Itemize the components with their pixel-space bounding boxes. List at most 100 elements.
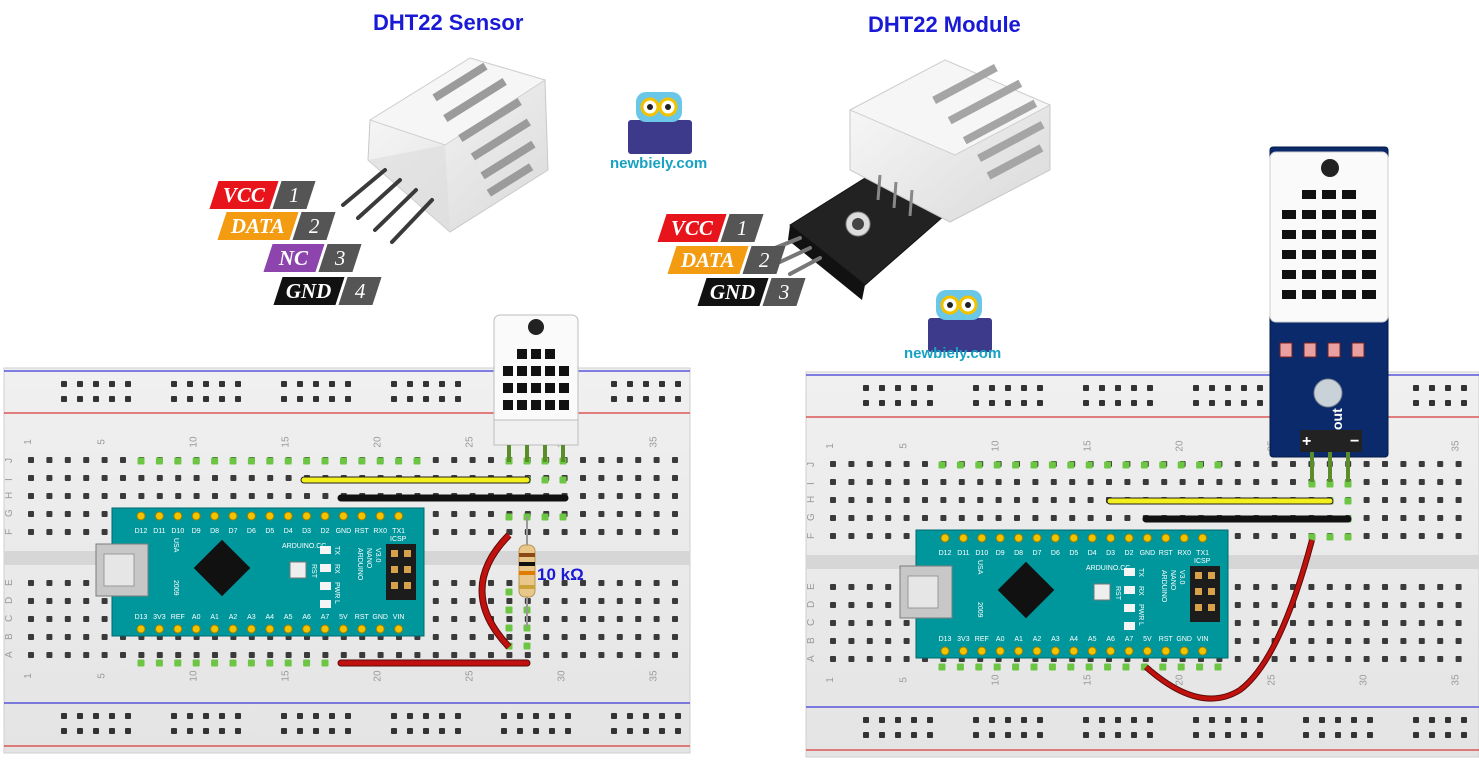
module-vent — [1302, 190, 1316, 199]
nano-pin-label: A6 — [302, 614, 311, 621]
connected-hole — [1067, 461, 1075, 469]
connected-hole — [1177, 461, 1185, 469]
connected-hole — [523, 642, 531, 650]
nano-led-label: L — [333, 600, 340, 604]
nano-pin-label: RST — [355, 528, 370, 535]
nano-pin-label: D6 — [1051, 550, 1060, 557]
connected-hole — [559, 513, 567, 521]
module-vent — [1282, 290, 1296, 299]
connected-hole — [229, 457, 237, 465]
nano-pin-label: RX0 — [373, 528, 387, 535]
nano-pin-label: A2 — [229, 614, 238, 621]
nano-pin — [375, 511, 385, 521]
nano-pin-label: GND — [372, 614, 388, 621]
nano-pin-label: D7 — [1033, 550, 1042, 557]
module-vent — [1342, 230, 1356, 239]
column-number: 30 — [1359, 674, 1370, 686]
led — [320, 546, 331, 554]
connected-hole — [1344, 497, 1352, 505]
nano-pin-label: A6 — [1106, 636, 1115, 643]
connected-hole — [155, 457, 163, 465]
row-letter: D — [806, 601, 817, 608]
row-letter: I — [806, 482, 817, 485]
nano-pin-label: GND — [1140, 550, 1156, 557]
connected-hole — [1214, 461, 1222, 469]
connected-hole — [1159, 461, 1167, 469]
nano-pin-label: D6 — [247, 528, 256, 535]
nano-pin-label: D5 — [265, 528, 274, 535]
nano-pin-label: RX0 — [1177, 550, 1191, 557]
logo-text-top: newbiely.com — [610, 155, 708, 172]
nano-pin — [191, 624, 201, 634]
nano-led-label: RX — [1137, 586, 1144, 596]
module-plus-mark: + — [1302, 433, 1311, 450]
nano-pin — [338, 624, 348, 634]
sensor-vent — [517, 383, 527, 393]
connected-hole — [137, 659, 145, 667]
nano-brand: ARDUINO.CC — [282, 543, 326, 550]
nano-pin — [1087, 533, 1097, 543]
connected-hole — [1030, 663, 1038, 671]
nano-model: NANO — [365, 548, 372, 569]
row-letter: E — [4, 579, 15, 586]
column-number: 10 — [189, 436, 200, 448]
nano-pin-label: RST — [355, 614, 370, 621]
module-vent — [1322, 190, 1336, 199]
connected-hole — [303, 457, 311, 465]
connected-hole — [956, 461, 964, 469]
nano-pin — [228, 511, 238, 521]
nano-pin — [1198, 646, 1208, 656]
nano-usa: USA — [976, 560, 983, 575]
nano-pin — [375, 624, 385, 634]
nano-pin-label: 3V3 — [957, 636, 970, 643]
column-number: 25 — [465, 436, 476, 448]
nano-led-label: L — [1137, 622, 1144, 626]
connected-hole — [1104, 461, 1112, 469]
connected-hole — [1326, 533, 1334, 541]
row-letter: E — [806, 583, 817, 590]
nano-pin — [977, 646, 987, 656]
nano-icsp: ICSP — [390, 536, 407, 543]
row-letter: D — [4, 597, 15, 604]
column-number: 20 — [373, 436, 384, 448]
module-vent — [1322, 270, 1336, 279]
nano-pin-label: D3 — [302, 528, 311, 535]
nano-pin — [1014, 646, 1024, 656]
nano-pin — [940, 646, 950, 656]
row-letter: H — [806, 496, 817, 503]
nano-pin — [1050, 646, 1060, 656]
module-vent — [1322, 230, 1336, 239]
row-letter: J — [806, 462, 817, 467]
nano-pin — [154, 511, 164, 521]
reset-button — [289, 561, 307, 579]
nano-pin — [1032, 646, 1042, 656]
nano-pin — [283, 624, 293, 634]
logo-text-middle: newbiely.com — [904, 345, 1002, 362]
nano-pin — [265, 624, 275, 634]
nano-pin — [977, 533, 987, 543]
resistor-10k — [518, 517, 536, 627]
sensor-vent — [545, 383, 555, 393]
nano-pin — [173, 624, 183, 634]
sensor-title: DHT22 Sensor — [373, 10, 524, 35]
nano-pin-label: A4 — [266, 614, 275, 621]
column-number: 20 — [1175, 440, 1186, 452]
module-vent — [1282, 270, 1296, 279]
nano-pin — [302, 624, 312, 634]
nano-led-label: TX — [1137, 568, 1144, 577]
nano-model: ARDUINO — [1160, 570, 1167, 603]
module-vent — [1342, 250, 1356, 259]
nano-pin — [1142, 646, 1152, 656]
sensor-pin-vcc: VCC 1 — [209, 181, 316, 209]
led — [1124, 568, 1135, 576]
sensor-vent — [559, 366, 569, 376]
connected-hole — [395, 457, 403, 465]
connected-hole — [376, 457, 384, 465]
nano-pin — [357, 511, 367, 521]
module-vent — [1302, 210, 1316, 219]
module-title: DHT22 Module — [868, 12, 1021, 37]
connected-hole — [1085, 461, 1093, 469]
nano-pin — [210, 624, 220, 634]
module-minus-mark: − — [1350, 433, 1359, 450]
module-pin-vcc: VCC 1 — [657, 214, 764, 242]
